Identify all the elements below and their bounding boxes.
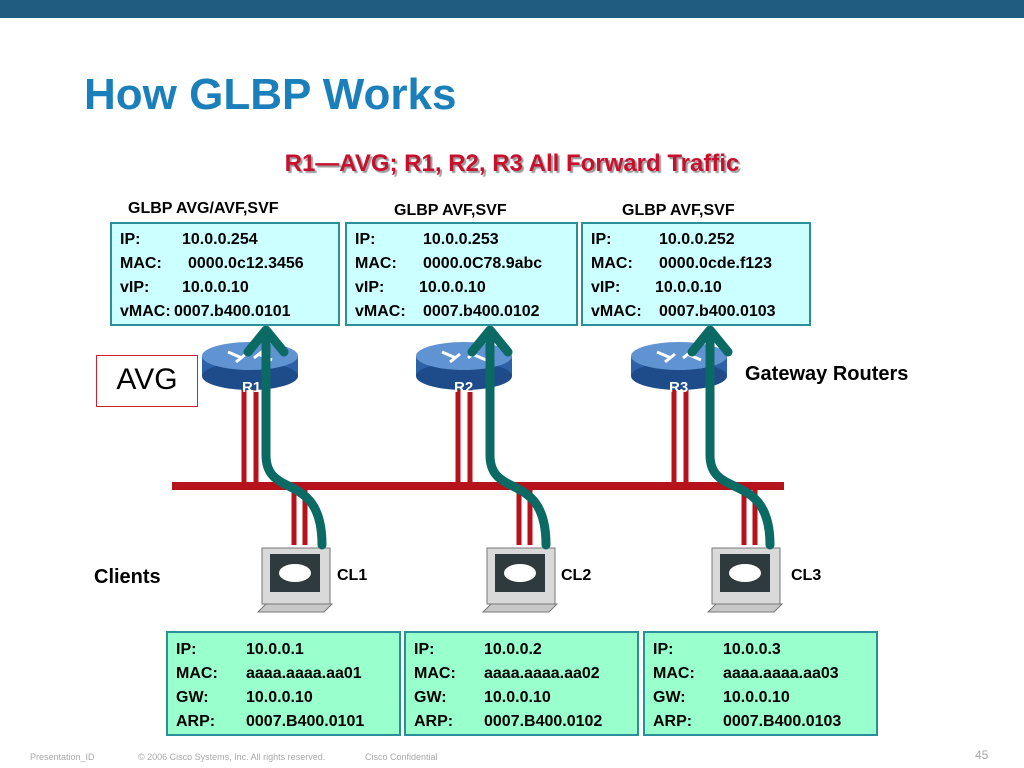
router-name: R1 [242,379,261,396]
avg-tag: AVG [96,355,198,407]
page-number: 45 [975,748,989,762]
router-name: R3 [669,379,688,396]
client-name: CL3 [791,567,822,584]
router-drops [241,380,689,486]
router-icon[interactable]: R3 [631,342,727,396]
footer-presentation-id: Presentation_ID [30,752,95,762]
router-role-label: GLBP AVF,SVF [394,202,507,219]
router-info-box: IP:10.0.0.252 MAC:0000.0cde.f123 vIP:10.… [581,222,811,326]
client-name: CL1 [337,567,368,584]
slide-subtitle: R1—AVG; R1, R2, R3 All Forward Traffic [284,150,740,177]
router-name: R2 [454,379,473,396]
client-info-box: IP:10.0.0.2 MAC:aaaa.aaaa.aa02 GW:10.0.0… [404,631,639,736]
traffic-arrow-icon [243,325,327,550]
client-info-box: IP:10.0.0.1 MAC:aaaa.aaaa.aa01 GW:10.0.0… [166,631,401,736]
top-banner [0,0,1024,18]
router-role-label: GLBP AVF,SVF [622,202,735,219]
traffic-arrow-icon [687,325,775,550]
workstation-icon[interactable] [256,547,334,613]
footer-confidential: Cisco Confidential [365,752,438,762]
workstation-icon[interactable] [481,547,559,613]
clients-label: Clients [94,566,161,588]
router-info-box: IP:10.0.0.254 MAC:0000.0c12.3456 vIP:10.… [110,222,340,326]
workstation-icon[interactable] [706,547,784,613]
client-name: CL2 [561,567,592,584]
footer-copyright: © 2006 Cisco Systems, Inc. All rights re… [138,752,326,762]
lan-segment [172,482,784,490]
slide-title: How GLBP Works [84,70,457,119]
client-info-box: IP:10.0.0.3 MAC:aaaa.aaaa.aa03 GW:10.0.0… [643,631,878,736]
router-icon[interactable]: R2 [416,342,512,396]
router-icon[interactable]: R1 [202,342,298,396]
router-info-box: IP:10.0.0.253 MAC:0000.0C78.9abc vIP:10.… [345,222,578,326]
gateway-routers-label: Gateway Routers [745,363,909,385]
router-role-label: GLBP AVG/AVF,SVF [128,200,279,217]
traffic-arrow-icon [467,325,551,550]
